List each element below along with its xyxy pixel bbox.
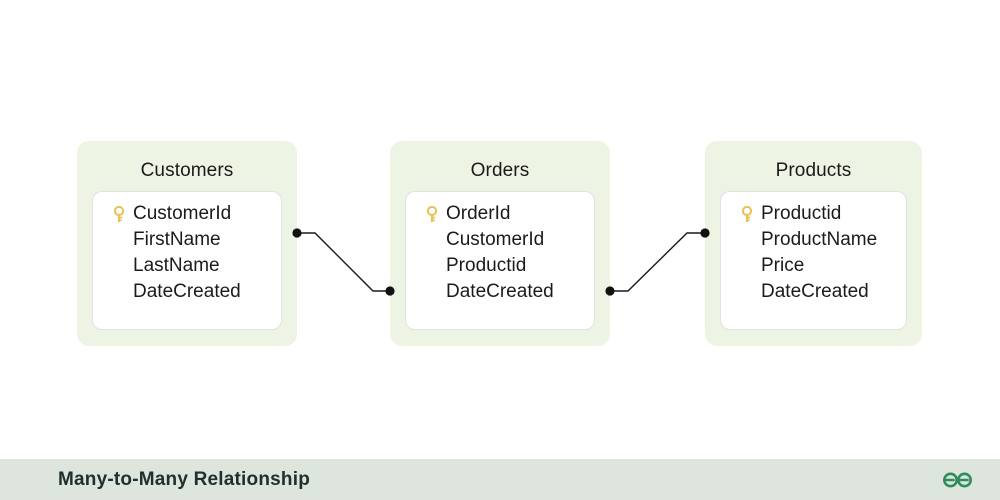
footer-caption: Many-to-Many Relationship: [58, 469, 311, 490]
field-row-datecreated[interactable]: DateCreated: [424, 279, 588, 305]
field-label: DateCreated: [133, 281, 241, 302]
field-row-firstname[interactable]: FirstName: [111, 227, 275, 253]
entity-panel-customers[interactable]: Customers CustomerId: [77, 141, 297, 346]
field-list-products: Productid ProductName Price DateCreated: [739, 201, 900, 305]
field-row-datecreated[interactable]: DateCreated: [111, 279, 275, 305]
field-label: CustomerId: [133, 203, 232, 224]
connector-line: [297, 232, 390, 292]
field-row-datecreated[interactable]: DateCreated: [739, 279, 900, 305]
field-label: FirstName: [133, 229, 221, 250]
geeksforgeeks-logo-icon[interactable]: [938, 468, 978, 492]
footer-bar: Many-to-Many Relationship: [0, 459, 1000, 500]
field-label: CustomerId: [446, 229, 545, 250]
key-icon: [739, 206, 755, 223]
connector-customers-orders[interactable]: [292, 228, 395, 296]
key-icon: [424, 206, 440, 223]
entity-title-products: Products: [775, 160, 852, 181]
field-label: OrderId: [446, 203, 511, 224]
er-diagram-canvas: Customers CustomerId: [77, 141, 922, 346]
field-row-customerid[interactable]: CustomerId: [111, 201, 275, 227]
field-label: Productid: [761, 203, 842, 224]
entity-title-customers: Customers: [140, 160, 234, 181]
field-row-orderid[interactable]: OrderId: [424, 201, 588, 227]
entity-card-products: Productid ProductName Price DateCreated: [720, 191, 907, 330]
field-row-customerid[interactable]: CustomerId: [424, 227, 588, 253]
field-row-productid[interactable]: Productid: [424, 253, 588, 279]
field-list-orders: OrderId CustomerId Productid DateCreated: [424, 201, 588, 305]
entity-title-orders: Orders: [470, 160, 530, 181]
key-icon: [111, 206, 127, 223]
field-row-productid[interactable]: Productid: [739, 201, 900, 227]
field-row-productname[interactable]: ProductName: [739, 227, 900, 253]
field-label: DateCreated: [761, 281, 869, 302]
field-label: Productid: [446, 255, 527, 276]
entity-card-customers: CustomerId FirstName LastName DateCreate…: [92, 191, 282, 330]
connector-orders-products[interactable]: [605, 228, 710, 296]
connector-line: [610, 232, 705, 292]
entity-panel-products[interactable]: Products Productid: [705, 141, 922, 346]
field-list-customers: CustomerId FirstName LastName DateCreate…: [111, 201, 275, 305]
field-label: ProductName: [761, 229, 878, 250]
entity-card-orders: OrderId CustomerId Productid DateCreated: [405, 191, 595, 330]
field-label: Price: [761, 255, 805, 276]
entity-panel-orders[interactable]: Orders OrderId C: [390, 141, 610, 346]
field-row-price[interactable]: Price: [739, 253, 900, 279]
field-label: LastName: [133, 255, 220, 276]
field-label: DateCreated: [446, 281, 554, 302]
field-row-lastname[interactable]: LastName: [111, 253, 275, 279]
